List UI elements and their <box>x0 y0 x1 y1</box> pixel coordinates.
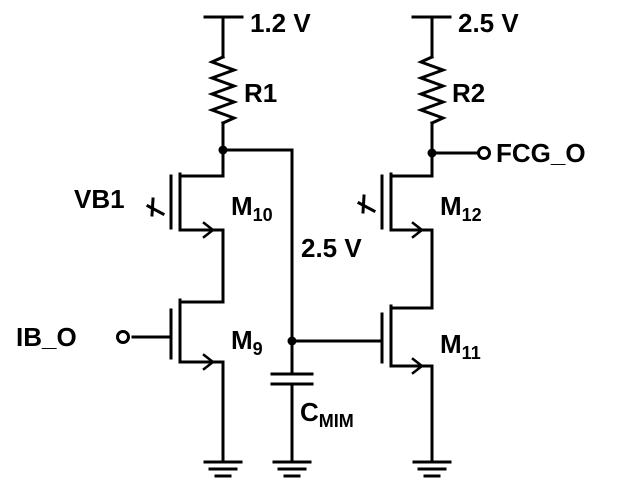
resistor-r2 <box>416 55 448 125</box>
transistor-m12 <box>380 172 434 310</box>
resistor-r1 <box>207 55 239 125</box>
r1-label: R1 <box>244 78 278 108</box>
r2-label: R2 <box>452 78 486 108</box>
transistor-m11 <box>380 304 434 464</box>
ground-right <box>412 460 452 478</box>
m10-label: M10 <box>231 191 273 225</box>
m12-bias-arrow <box>356 194 377 214</box>
ground-middle <box>272 460 312 478</box>
mid-supply-label: 2.5 V <box>301 233 362 263</box>
supply-2v5-symbol <box>411 15 452 59</box>
ib-o-label: IB_O <box>16 322 77 352</box>
transistor-m9 <box>131 298 225 464</box>
capacitor-cmim <box>270 372 314 386</box>
ib-o-terminal <box>116 330 130 344</box>
m12-label: M12 <box>440 191 482 225</box>
fcg-o-terminal <box>477 146 491 160</box>
ground-left <box>203 460 243 478</box>
m11-label: M11 <box>440 329 481 363</box>
cmim-label: CMIM <box>300 397 354 431</box>
supply-1v2-symbol <box>203 15 244 59</box>
m9-label: M9 <box>231 325 263 359</box>
supply-2v5-label: 2.5 V <box>458 8 519 38</box>
vb1-bias-arrow <box>145 197 166 217</box>
transistor-m10 <box>169 172 225 304</box>
vb1-label: VB1 <box>74 184 125 214</box>
fcg-o-label: FCG_O <box>496 138 586 168</box>
supply-1v2-label: 1.2 V <box>250 8 311 38</box>
